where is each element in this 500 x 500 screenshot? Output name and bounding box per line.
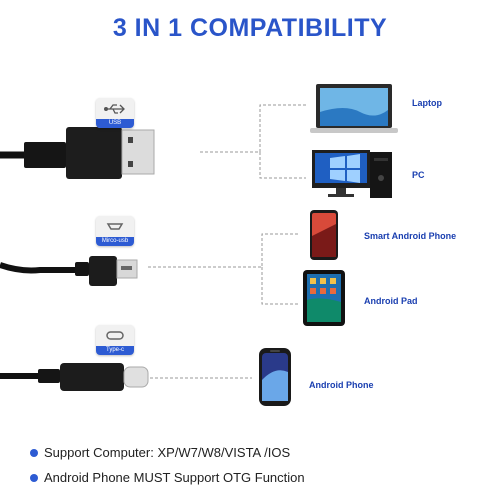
device-label-smart-android-phone: Smart Android Phone [364,231,457,241]
usb-icon [104,104,125,114]
device-label-laptop: Laptop [412,98,442,108]
laptop-icon [310,84,398,133]
micro-usb-port-icon [106,223,124,230]
micro-usb-port-badge: Mirco-usb [96,216,134,246]
type-c-port-badge: Type-c [96,325,134,355]
device-label-android-phone: Android Phone [309,380,374,390]
usb-cable [0,127,155,179]
page-title: 3 IN 1 COMPATIBILITY [112,14,388,42]
android-phone-icon [259,348,291,406]
bullet-dot [30,448,38,457]
feature-item: Android Phone MUST Support OTG Function [30,470,305,485]
device-label-android-pad: Android Pad [364,296,418,306]
device-label-pc: PC [412,170,425,180]
micro-usb-cable [0,256,138,286]
type-c-cable [0,363,149,391]
type-c-label: Type-c [96,346,134,355]
type-c-port-icon [106,331,124,340]
feature-text: Support Computer: XP/W7/W8/VISTA /IOS [44,445,291,460]
pc-icon [312,150,392,198]
android-pad-icon [303,270,345,326]
bullet-dot [30,473,38,482]
smart-android-phone-icon [310,210,338,260]
micro-usb-label: Mirco-usb [96,237,134,246]
usb-port-badge: USB [96,98,134,128]
feature-item: Support Computer: XP/W7/W8/VISTA /IOS [30,445,290,460]
usb-label: USB [96,119,134,128]
feature-text: Android Phone MUST Support OTG Function [44,470,305,485]
